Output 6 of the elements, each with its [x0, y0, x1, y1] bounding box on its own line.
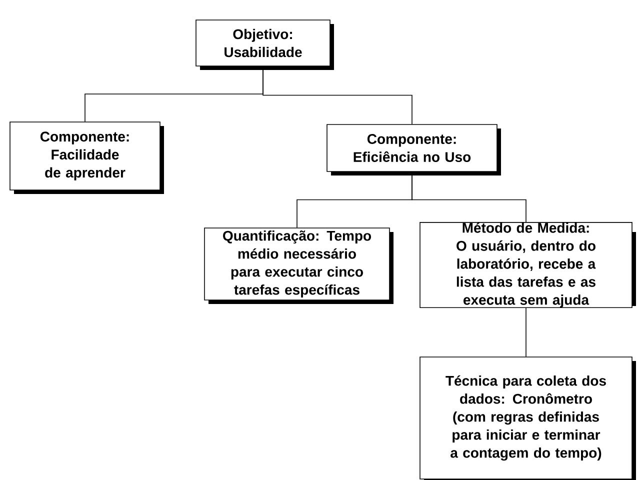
text-box: Quantificação: Tempo médio necessário para executar cinco tarefas específicas — [204, 228, 394, 304]
text-box: Componente: Eficiência no Uso — [326, 124, 501, 176]
text-box: Componente: Facilidade de aprender — [10, 122, 164, 194]
text-box: Método de Medida: O usuário, dentro do laboratório, recebe a lista das tarefas e as executa sem ajuda — [420, 222, 636, 308]
text-box: Técnica para coleta dos dados: Cronômetro (com regras definidas para iniciar e terminar a contagem do tempo) — [420, 356, 636, 480]
text-box: Objetivo: Usabilidade — [196, 20, 334, 70]
